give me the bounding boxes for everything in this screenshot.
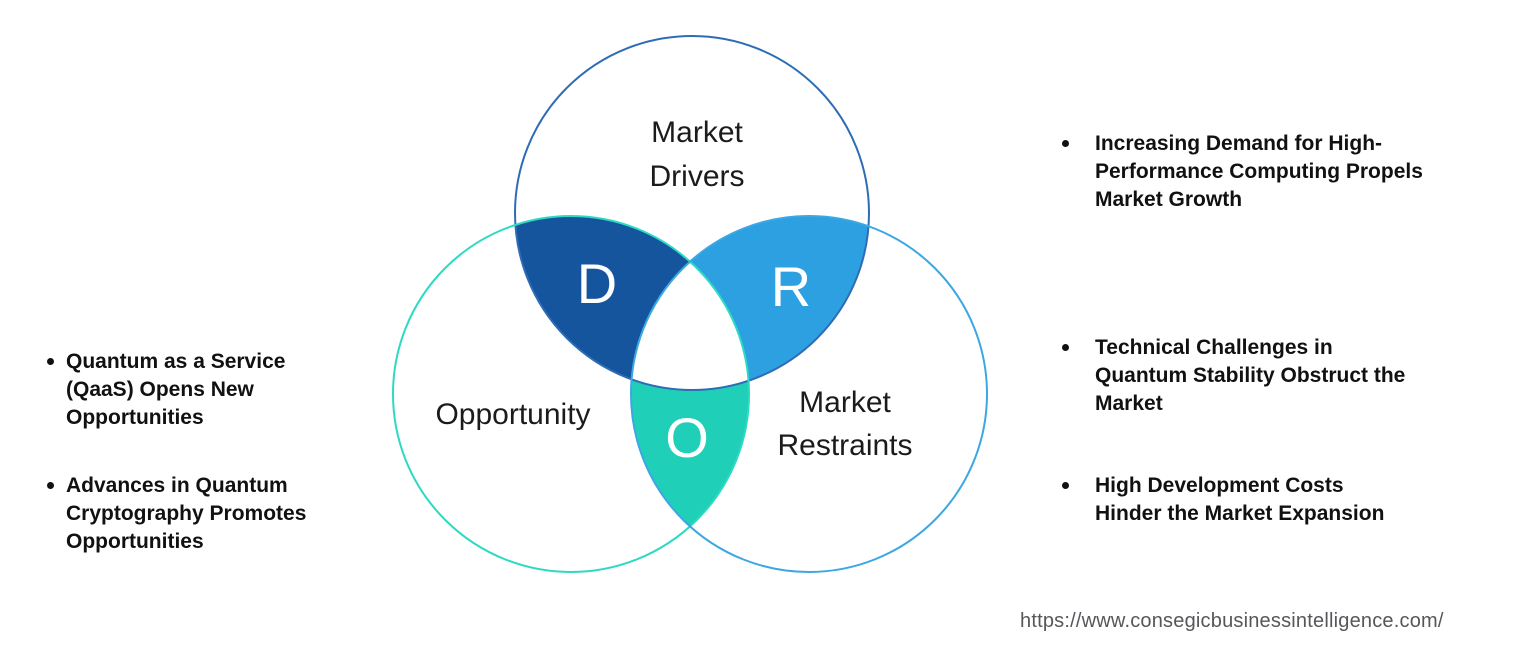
bullet-item-text: Advances in Quantum Cryptography Promote… <box>66 474 307 553</box>
opportunity-overlap-region <box>631 216 749 572</box>
drivers-label-line1: Market <box>651 116 743 149</box>
bullet-item-text: Technical Challenges in Quantum Stabilit… <box>1095 336 1406 415</box>
opportunity-letter: O <box>665 406 709 469</box>
list-item: Advances in Quantum Cryptography Promote… <box>46 472 336 556</box>
bullet-item-text: Quantum as a Service (QaaS) Opens New Op… <box>66 350 286 429</box>
list-item: Technical Challenges in Quantum Stabilit… <box>1058 334 1468 418</box>
opportunity-circle <box>392 215 750 573</box>
restraints-circle <box>630 215 988 573</box>
bullet-icon <box>47 358 54 365</box>
source-url[interactable]: https://www.consegicbusinessintelligence… <box>1020 610 1444 632</box>
list-item: Increasing Demand for High- Performance … <box>1058 130 1468 214</box>
drivers-letter: D <box>577 252 617 315</box>
restraints-letter: R <box>771 255 811 318</box>
drivers-circle <box>514 35 870 391</box>
restraints-label-line1: Market <box>799 386 891 419</box>
restraints-label-line2: Restraints <box>777 429 912 462</box>
bullet-item-text: Increasing Demand for High- Performance … <box>1095 132 1423 211</box>
list-item: Quantum as a Service (QaaS) Opens New Op… <box>46 348 336 432</box>
bullet-icon <box>1062 140 1069 147</box>
bullet-icon <box>47 482 54 489</box>
bullet-icon <box>1062 344 1069 351</box>
opportunities-bullet-list: Quantum as a Service (QaaS) Opens New Op… <box>46 348 336 556</box>
drivers-label-line2: Drivers <box>650 160 745 193</box>
drivers-restraints-bullet-list: Increasing Demand for High- Performance … <box>1058 130 1468 528</box>
bullet-item-text: High Development Costs Hinder the Market… <box>1095 474 1385 525</box>
bullet-icon <box>1062 482 1069 489</box>
list-item: High Development Costs Hinder the Market… <box>1058 472 1468 528</box>
opportunity-label: Opportunity <box>435 398 590 431</box>
